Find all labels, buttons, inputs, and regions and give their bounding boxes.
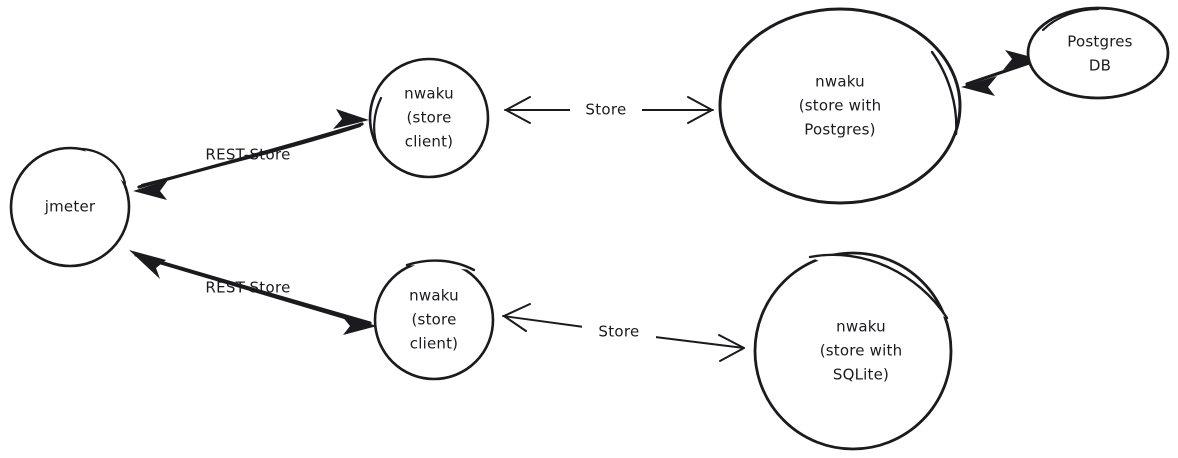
arrowhead-start	[133, 180, 168, 200]
edge-label-rest-store-bottom: REST-Store	[205, 279, 290, 297]
edge-label-backdrop	[582, 321, 656, 343]
node-label-line-3: client)	[405, 133, 453, 151]
node-label-line-1: nwaku	[409, 287, 459, 305]
edge-line-sketch	[137, 255, 370, 327]
node-label-line-3: SQLite)	[833, 366, 889, 384]
node-shape-sketch-overshoot	[373, 96, 383, 150]
node-label-line-1: nwaku	[404, 85, 454, 103]
edge-store-client-top-to-postgres[interactable]: Store	[504, 96, 714, 124]
node-shape-sketch-overshoot	[808, 253, 949, 320]
node-label-line-2: (store	[412, 311, 457, 329]
edge-store-client-bottom-to-sqlite[interactable]: Store	[502, 303, 745, 362]
node-label-line-1: nwaku	[815, 73, 865, 91]
node-label-line-3: client)	[410, 335, 458, 353]
edge-postgres-to-postgres-db[interactable]	[961, 50, 1039, 96]
node-label-line-2: (store with	[799, 97, 882, 115]
edge-jmeter-to-store-client-top[interactable]: REST-Store	[133, 109, 369, 200]
node-nwaku-store-sqlite[interactable]: nwaku (store with SQLite)	[753, 251, 953, 451]
node-postgres-db[interactable]: Postgres DB	[1026, 6, 1170, 100]
node-nwaku-store-postgres[interactable]: nwaku (store with Postgres)	[718, 7, 962, 205]
node-shape-sketch-overshoot	[81, 147, 127, 185]
edge-line-right	[654, 336, 745, 349]
node-label-line-1: nwaku	[836, 318, 886, 336]
node-shape-circle	[753, 251, 953, 451]
node-shape-circle	[368, 57, 490, 179]
node-shape-ellipse	[718, 7, 962, 205]
edge-label-rest-store-top: REST-Store	[205, 146, 290, 164]
edge-line-sketch	[140, 124, 362, 187]
node-label-line-2: (store with	[820, 342, 903, 360]
node-nwaku-store-client-top[interactable]: nwaku (store client)	[368, 57, 490, 179]
arrowhead-end	[687, 96, 713, 124]
edge-jmeter-to-store-client-bottom[interactable]: REST-Store	[129, 250, 377, 335]
arrowhead-end	[1003, 50, 1039, 70]
edge-label-backdrop	[570, 99, 642, 121]
node-label-line-2: DB	[1089, 57, 1111, 75]
node-label-line-2: (store	[407, 109, 452, 127]
node-shape-sketch-overshoot	[930, 50, 958, 136]
node-label-line-3: Postgres)	[804, 121, 875, 139]
node-label-line-1: Postgres	[1067, 33, 1132, 51]
node-shape-ellipse	[1026, 6, 1170, 100]
node-jmeter[interactable]: jmeter	[9, 146, 131, 268]
arrowhead-start	[961, 76, 997, 96]
arrowhead-start	[503, 303, 531, 332]
arrowhead-start	[505, 96, 531, 124]
node-shape-circle	[9, 146, 131, 268]
node-nwaku-store-client-bottom[interactable]: nwaku (store client)	[373, 259, 495, 381]
edge-label-store-bottom: Store	[598, 323, 639, 341]
edge-line-left	[502, 315, 585, 328]
arrowhead-end	[333, 109, 369, 129]
arrowhead-start	[129, 250, 166, 279]
node-shape-sketch-overshoot	[1041, 7, 1100, 32]
arrowhead-end	[341, 315, 377, 335]
edge-label-store-top: Store	[585, 101, 626, 119]
node-label-jmeter: jmeter	[44, 198, 96, 216]
edge-line	[965, 60, 1034, 86]
node-shape-sketch-overshoot	[405, 259, 476, 272]
arrowhead-end	[718, 334, 745, 362]
